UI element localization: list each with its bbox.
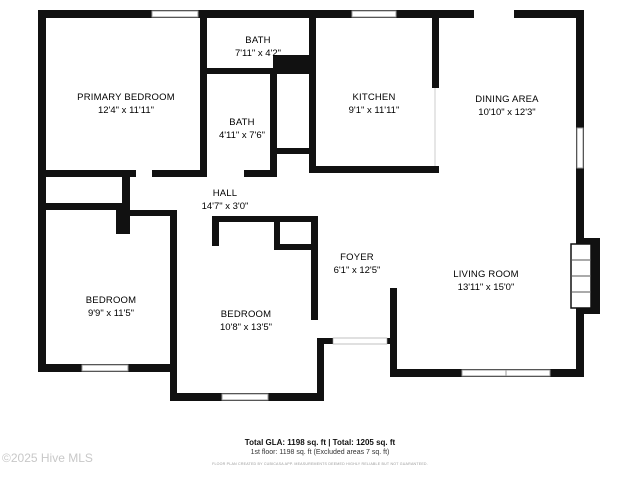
sliding-door-dining	[474, 10, 514, 18]
wall-kitchen-left	[309, 18, 316, 173]
room-name-hall: HALL	[213, 188, 238, 199]
wall-closet-right	[274, 216, 280, 250]
room-name-primary-bedroom: PRIMARY BEDROOM	[77, 92, 175, 103]
floor-area: 1st floor: 1198 sq. ft (Excluded areas 7…	[250, 449, 390, 456]
fine-print: FLOOR PLAN CREATED BY CUBICASA APP. MEAS…	[212, 462, 428, 466]
room-name-bedroom-left: BEDROOM	[86, 295, 137, 306]
window-living-a	[461, 369, 507, 377]
room-name-bedroom-center: BEDROOM	[221, 309, 272, 320]
room-dims-bath-top: 7'11" x 4'2"	[235, 48, 281, 59]
wall-center-top	[212, 216, 318, 222]
wall-nook	[277, 148, 313, 154]
window-living-b	[505, 369, 551, 377]
room-dims-primary-bedroom: 12'4" x 11'11"	[98, 105, 154, 116]
wall-hall-left-stub	[122, 177, 130, 207]
wall-kitchen-right	[432, 18, 439, 88]
wall-bedroom-left-stub	[116, 210, 130, 234]
wall-kitchen-bottom	[309, 166, 439, 173]
closet	[273, 55, 316, 74]
wall-bath-mid-right	[270, 74, 277, 177]
room-name-kitchen: KITCHEN	[352, 92, 395, 103]
windows	[81, 10, 584, 401]
walls	[38, 10, 600, 401]
wall-center-right-lower	[317, 338, 324, 401]
sliding-door-foyer	[332, 337, 388, 345]
wall-left-upper	[38, 10, 46, 210]
room-name-living-room: LIVING ROOM	[453, 269, 519, 280]
wall-left-lower	[38, 210, 46, 372]
wall-primary-right	[200, 18, 207, 176]
room-dims-foyer: 6'1" x 12'5"	[334, 265, 381, 276]
fireplace	[570, 243, 592, 309]
window-bedroom-left	[81, 364, 129, 372]
wall-closet-bottom	[274, 244, 318, 250]
wall-right	[576, 10, 584, 377]
wall-bath-bottom	[244, 170, 277, 177]
window-kitchen	[351, 10, 397, 18]
room-dims-kitchen: 9'1" x 11'11"	[349, 105, 400, 116]
wall-bath-top-bottom	[207, 68, 273, 74]
room-dims-bedroom-left: 9'9" x 11'5"	[88, 308, 134, 319]
wall-primary-bottom-b	[152, 170, 207, 177]
window-bedroom-center	[221, 393, 269, 401]
wall-bedroom-left-top	[46, 203, 130, 210]
watermark: ©2025 Hive MLS	[2, 451, 93, 465]
room-dims-living-room: 13'11" x 15'0"	[458, 282, 515, 293]
total-area: Total GLA: 1198 sq. ft | Total: 1205 sq.…	[244, 438, 396, 447]
labels: BATH 7'11" x 4'2" PRIMARY BEDROOM 12'4" …	[77, 35, 539, 333]
floor-plan: BATH 7'11" x 4'2" PRIMARY BEDROOM 12'4" …	[38, 10, 600, 401]
wall-center-right	[311, 216, 318, 320]
room-dims-bedroom-center: 10'8" x 13'5"	[220, 322, 272, 333]
room-name-bath-top: BATH	[245, 35, 270, 46]
room-dims-hall: 14'7" x 3'0"	[202, 201, 249, 212]
wall-primary-bottom	[46, 170, 136, 177]
wall-bedroom-center-left	[170, 210, 177, 400]
wall-top	[38, 10, 584, 18]
wall-center-stub	[212, 216, 219, 246]
room-name-foyer: FOYER	[340, 252, 374, 263]
room-dims-bath-mid: 4'11" x 7'6"	[219, 130, 265, 141]
wall-living-left	[390, 288, 397, 376]
window-primary	[151, 10, 199, 18]
window-dining-right	[576, 127, 584, 169]
room-dims-dining-area: 10'10" x 12'3"	[478, 107, 535, 118]
wall-hall-bottom-a	[130, 210, 174, 216]
room-name-bath-mid: BATH	[229, 117, 254, 128]
room-name-dining-area: DINING AREA	[475, 94, 539, 105]
